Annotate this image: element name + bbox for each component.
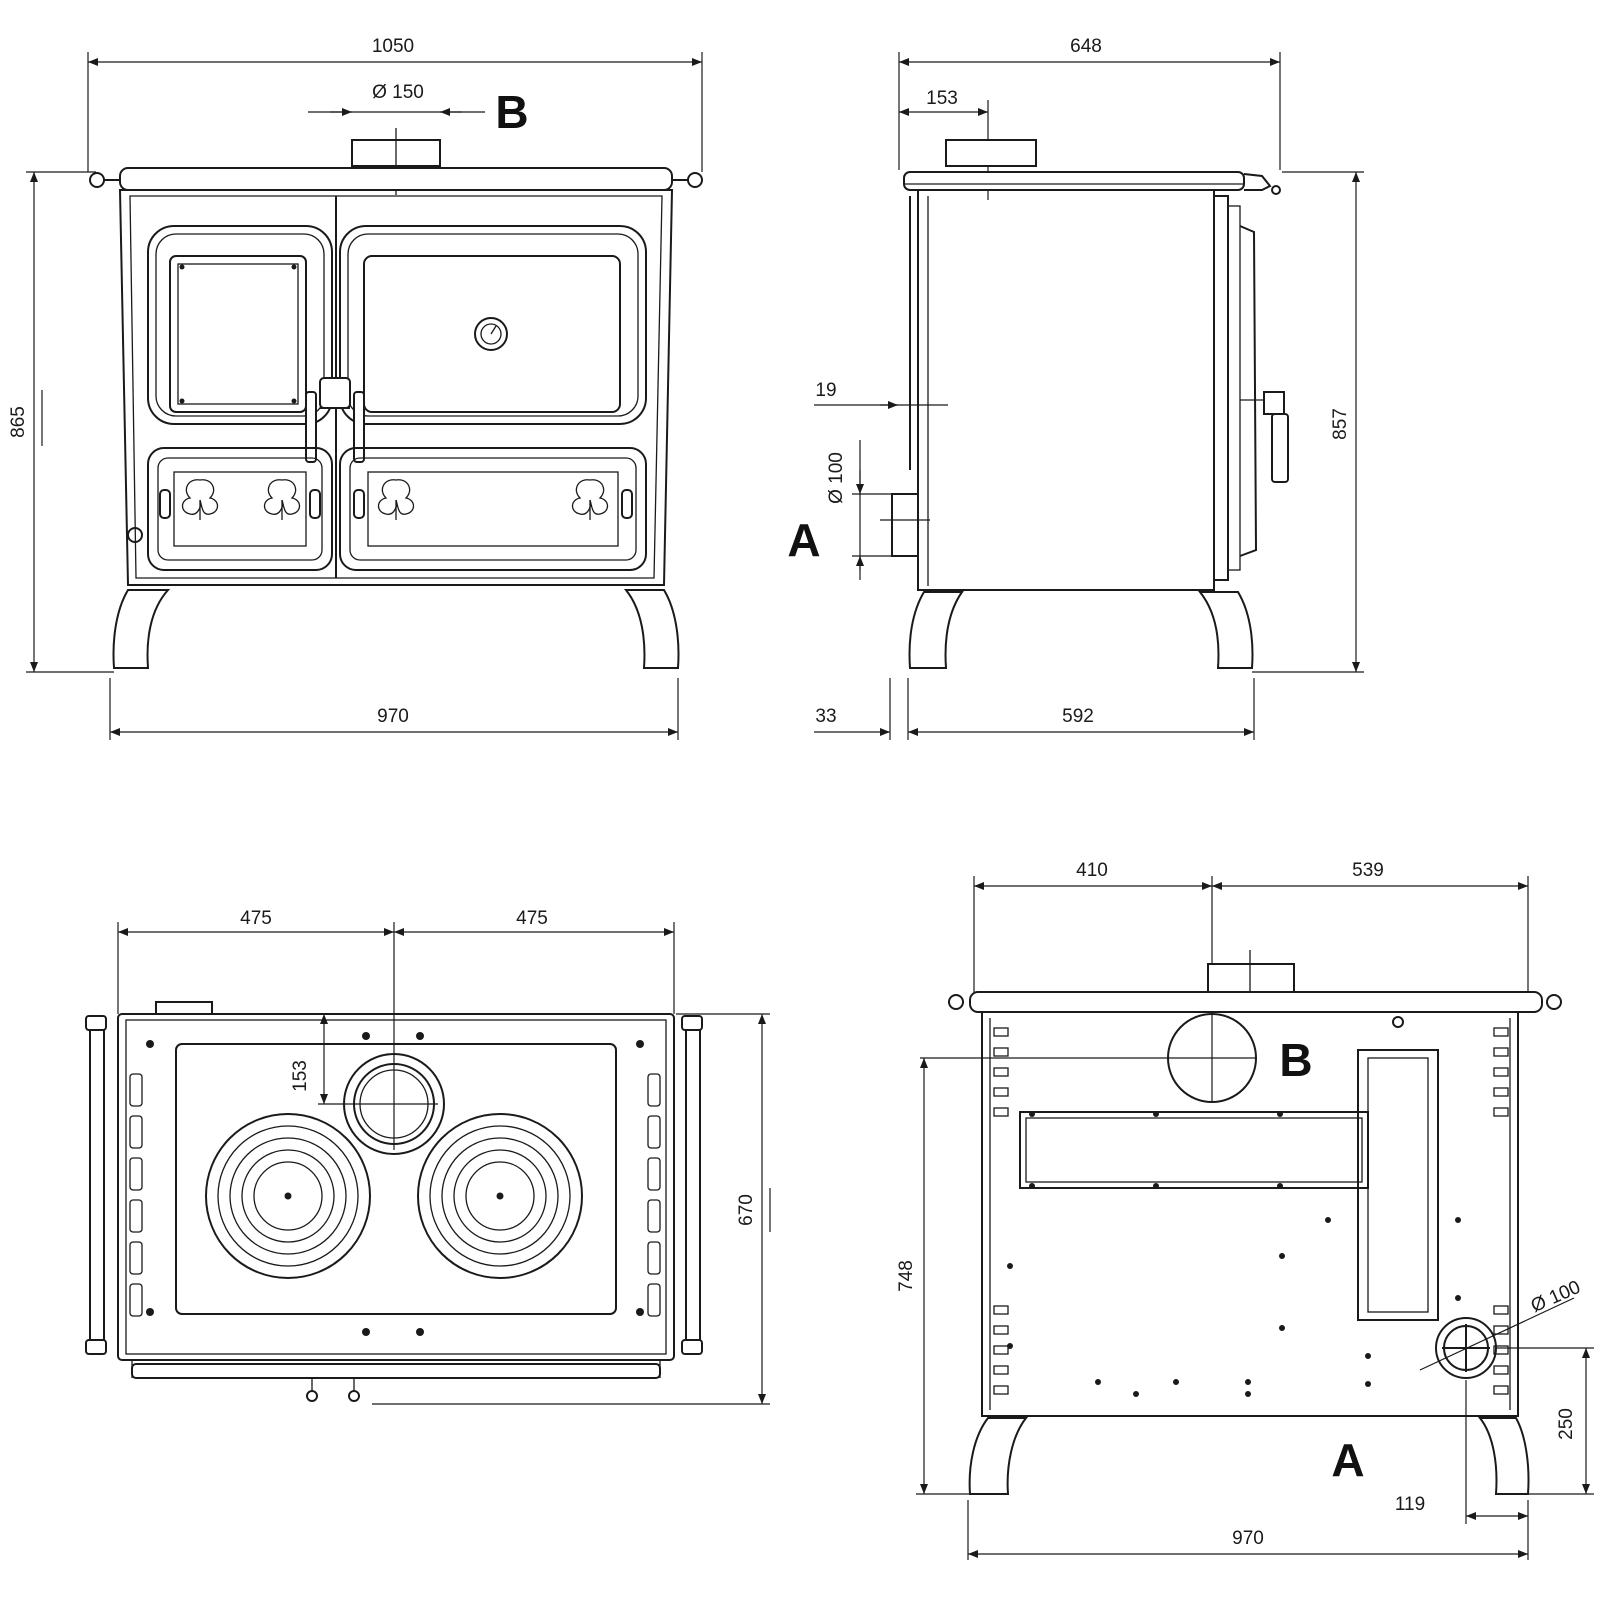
oven-handle (353, 391, 365, 463)
front-rail-knob-right (687, 172, 703, 188)
side-base-depth-label: 592 (1062, 706, 1094, 727)
firebox-glass (169, 255, 307, 413)
lily-ornament-icon (263, 479, 301, 520)
rear-inlet-diameter-label: Ø 100 (1528, 1277, 1584, 1317)
front-foot-left (112, 589, 171, 669)
top-vent-slots-right (647, 1073, 661, 1317)
rear-vent-slots-left (993, 1027, 1009, 1395)
front-rail-knob-left (89, 172, 105, 188)
top-rear-lip (155, 1001, 213, 1015)
side-inlet-marker: A (787, 514, 820, 566)
door-latch (319, 377, 351, 409)
front-foot-right (623, 589, 680, 669)
rear-view: 410 539 (896, 860, 1594, 1560)
rear-vent-slots-right (1493, 1027, 1509, 1395)
oven-glass (363, 255, 621, 413)
side-inlet-pipe (891, 493, 919, 557)
horizontal-smoke-channel (1019, 1111, 1369, 1189)
top-rail-right (685, 1019, 701, 1355)
front-flue-marker: B (495, 86, 528, 138)
side-flue-collar (945, 139, 1037, 167)
rear-inlet-height-label: 250 (1556, 1408, 1577, 1440)
front-cooktop (119, 167, 673, 191)
ash-drawer (147, 447, 333, 571)
side-foot-rear (1197, 591, 1254, 669)
oven-door (339, 225, 647, 425)
rear-flue-collar (1207, 963, 1295, 993)
top-flue-offset-label: 153 (290, 1060, 311, 1092)
side-latch (1263, 391, 1285, 415)
top-front-rail (131, 1363, 661, 1379)
rear-flue-right-label: 539 (1352, 860, 1384, 881)
top-plate (117, 1013, 675, 1361)
firebox-door (147, 225, 333, 425)
top-half-right-label: 475 (516, 908, 548, 929)
side-door-frame (1213, 195, 1229, 581)
rear-foot-right (1477, 1417, 1530, 1495)
rear-flue-left-label: 410 (1076, 860, 1108, 881)
side-inlet-offset-label: 19 (815, 380, 836, 401)
side-foot-offset-label: 33 (815, 706, 836, 727)
side-inlet-diameter-label: Ø 100 (826, 452, 847, 504)
cooking-surface (175, 1043, 617, 1315)
side-view: 648 153 19 Ø 100 A (787, 36, 1364, 740)
hotplate-left-icon (205, 1113, 371, 1279)
front-view: 1050 Ø 150 B (8, 36, 703, 740)
top-vent-slots-left (129, 1073, 143, 1317)
front-width-label: 1050 (372, 36, 414, 57)
top-rail-left (89, 1019, 105, 1355)
rear-foot-left (968, 1417, 1029, 1495)
side-height-label: 857 (1330, 408, 1351, 440)
top-depth-label: 670 (736, 1194, 757, 1226)
front-base-width-label: 970 (377, 706, 409, 727)
top-half-left-label: 475 (240, 908, 272, 929)
front-height-label: 865 (8, 406, 29, 438)
top-view: 475 475 (85, 908, 771, 1405)
rear-base-width-label: 970 (1232, 1528, 1264, 1549)
rear-inlet-marker: A (1331, 1434, 1364, 1486)
side-foot-front (908, 591, 964, 669)
side-depth-label: 648 (1070, 36, 1102, 57)
front-flue-diameter-label: Ø 150 (372, 82, 424, 103)
rear-flue-marker: B (1279, 1034, 1312, 1086)
side-body (917, 189, 1215, 591)
firebox-handle (305, 391, 317, 463)
rear-cooktop (969, 991, 1543, 1013)
front-body (118, 189, 674, 586)
vertical-smoke-channel (1357, 1049, 1439, 1321)
lily-ornament-icon (571, 479, 609, 520)
hotplate-right-icon (417, 1113, 583, 1279)
lily-ornament-icon (377, 479, 415, 520)
rear-flue-height-label: 748 (896, 1260, 917, 1292)
lily-ornament-icon (181, 479, 219, 520)
side-cooktop (903, 171, 1245, 191)
side-flue-offset-label: 153 (926, 88, 958, 109)
storage-drawer (339, 447, 647, 571)
side-handle (1271, 413, 1289, 483)
thermometer-icon (474, 317, 508, 351)
air-regulator-icon (127, 527, 143, 543)
rear-inlet-offset-label: 119 (1395, 1494, 1425, 1515)
